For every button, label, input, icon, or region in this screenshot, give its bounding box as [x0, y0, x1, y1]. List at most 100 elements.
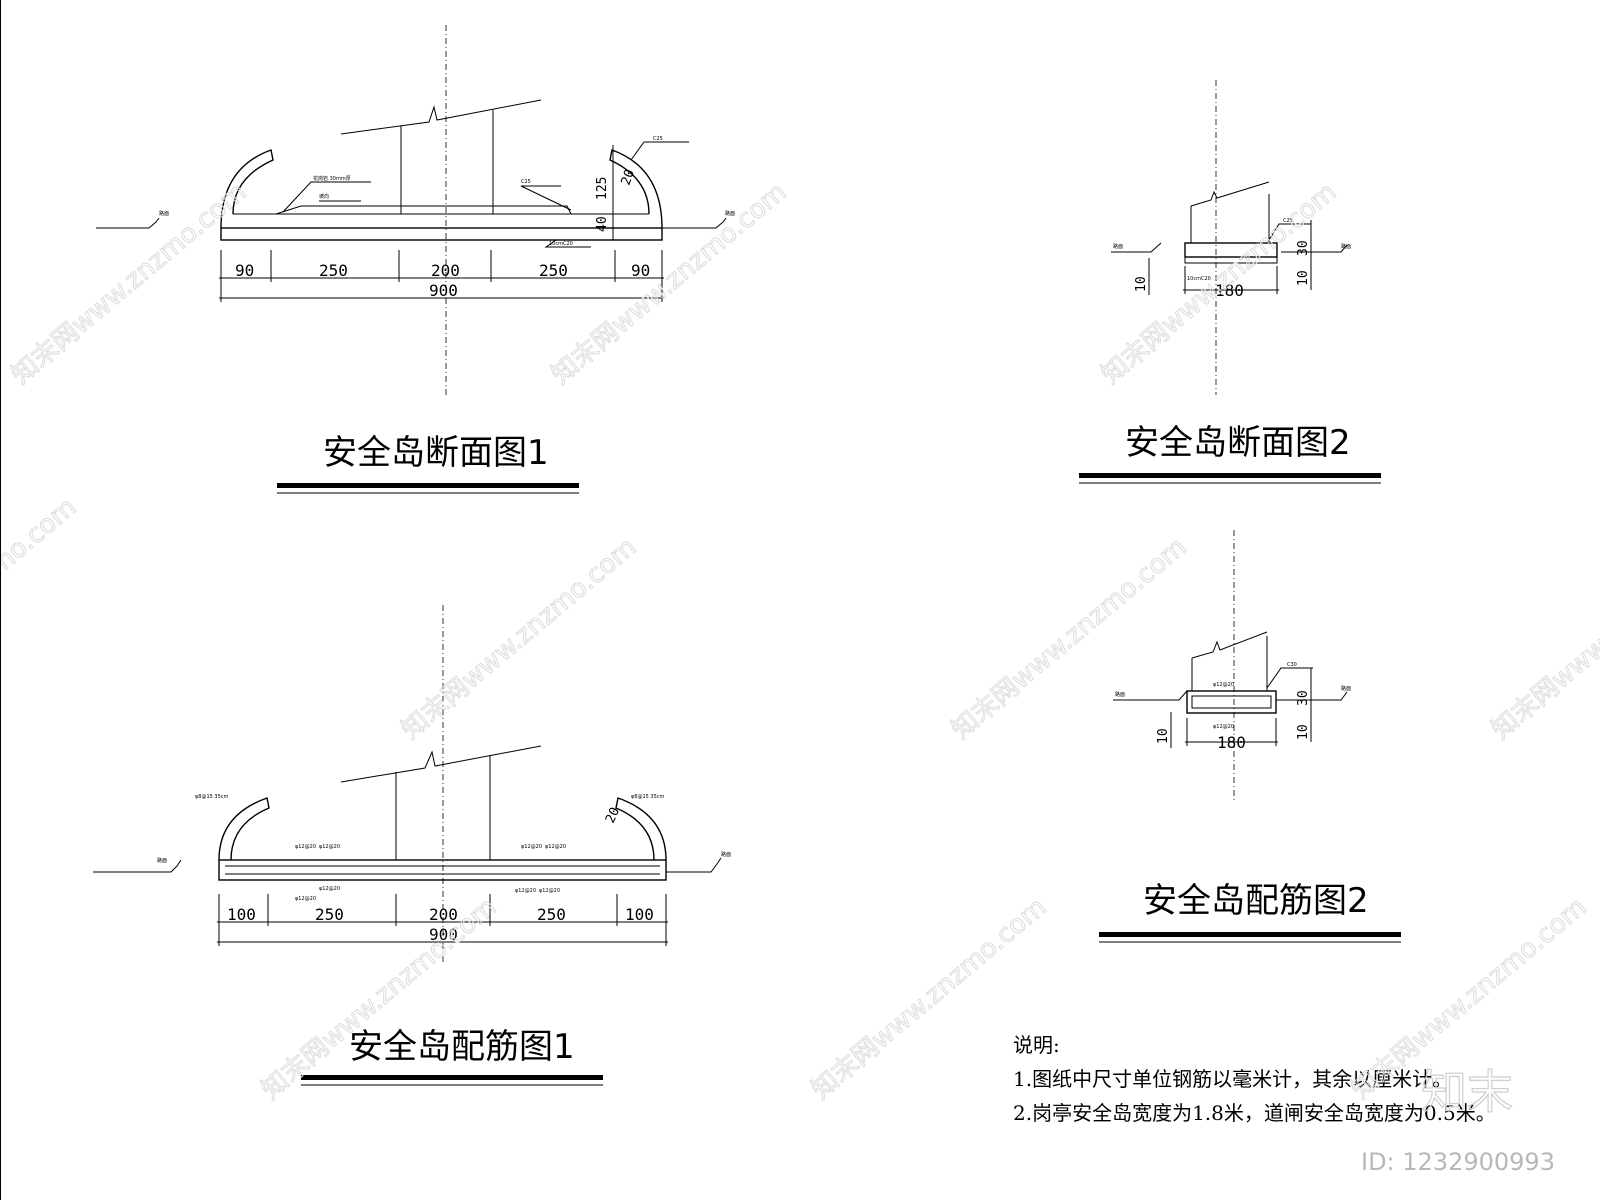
- rebar2-rebar-cage: [1191, 695, 1272, 709]
- rebar1-arc-note-right: φ8@15 35cm: [631, 794, 665, 800]
- rebar2-dim-right-2: 10: [1296, 724, 1311, 740]
- rebar1-dim-1: 100: [227, 905, 256, 924]
- section2-dim-width: 180: [1215, 281, 1244, 300]
- section1-note-top-left: 花岗岩 30mm厚: [313, 175, 351, 182]
- rebar2-leader: [1266, 667, 1313, 689]
- section1-leader-1: [282, 181, 371, 213]
- rebar1-dim-3: 200: [429, 905, 458, 924]
- section1-ground-right: [661, 217, 727, 229]
- section1-title: 安全岛断面图1: [323, 433, 549, 473]
- rebar1-label-7: φ12@20: [515, 888, 536, 894]
- rebar2-dim-width: 180: [1217, 733, 1246, 752]
- section1-dim-3: 200: [431, 261, 460, 280]
- rebar2-ground-label-right: 路面: [1341, 685, 1351, 692]
- section1-note-mid-left: 坡向: [319, 193, 329, 200]
- notes-line-2: 2.岗亭安全岛宽度为1.8米，道闸安全岛宽度为0.5米。: [1013, 1101, 1496, 1125]
- rebar1-dim-2: 250: [315, 905, 344, 924]
- section1-dim-4: 250: [539, 261, 568, 280]
- section2-ground-label-left: 路面: [1113, 243, 1123, 250]
- section1-dim-1: 90: [235, 261, 254, 280]
- section1-dim-40: 40: [595, 216, 610, 232]
- watermark-layer: 知末网www.znzmo.com 知末网www.znzmo.com 知末网www…: [1, 177, 1600, 1176]
- section2-dim-right-2: 10: [1296, 270, 1311, 286]
- section1-dim-arc: 20: [619, 168, 638, 188]
- rebar1-label-5: φ12@20: [295, 896, 316, 902]
- section2-leader: [1268, 223, 1311, 241]
- section1-curb-left: [220, 149, 274, 229]
- rebar2-note-concrete: C30: [1287, 662, 1297, 668]
- rebar1-title: 安全岛配筋图1: [349, 1027, 575, 1067]
- section1-note-concrete-mid: C25: [521, 179, 531, 185]
- watermark-text: 知末网www.znzmo.com: [546, 177, 792, 390]
- rebar2-body: [1186, 690, 1277, 714]
- notes-block: 说明: 1.图纸中尺寸单位钢筋以毫米计，其余以厘米计。 2.岗亭安全岛宽度为1.…: [1013, 1033, 1496, 1125]
- rebar1-ground-left: [93, 859, 182, 873]
- rebar1-arc-note-left: φ8@15 35cm: [195, 794, 229, 800]
- rebar1-curb-right: [615, 797, 667, 861]
- rebar1-title-underline: [301, 1075, 603, 1080]
- section1-ground-label-right: 路面: [725, 210, 735, 217]
- section2-note-concrete: C25: [1283, 218, 1293, 224]
- rebar2-roof: [1191, 631, 1268, 659]
- rebar1-label-4: φ12@20: [545, 844, 566, 850]
- rebar1-dim-5: 100: [625, 905, 654, 924]
- rebar1-dim-4: 250: [537, 905, 566, 924]
- rebar2-title-underline: [1099, 932, 1401, 937]
- section2-drawing: C25 10cmC20 路面 路面 30 10 10 180 安全岛断面图2: [1079, 80, 1381, 484]
- rebar1-label-3: φ12@20: [521, 844, 542, 850]
- rebar1-label-2: φ12@20: [319, 844, 340, 850]
- section1-leader-3: [520, 185, 572, 211]
- section2-dim-right-1: 30: [1296, 240, 1311, 256]
- rebar1-roof-break: [340, 745, 542, 783]
- section1-curb-right: [609, 149, 663, 229]
- rebar2-dim-right-1: 30: [1296, 690, 1311, 706]
- section2-title: 安全岛断面图2: [1125, 423, 1351, 463]
- watermark-text: 知末网www.znzmo.com: [256, 892, 502, 1105]
- section1-dim-2: 250: [319, 261, 348, 280]
- watermark-text: 知末网www.znzmo.com: [6, 177, 252, 390]
- rebar1-label-1: φ12@20: [295, 844, 316, 850]
- section2-roof: [1190, 181, 1270, 207]
- watermark-text: 知末网www.znzmo.com: [1486, 532, 1600, 745]
- section1-dim-total: 900: [429, 281, 458, 300]
- section2-ground-right: [1281, 244, 1348, 253]
- section2-note-base: 10cmC20: [1187, 276, 1211, 282]
- rebar2-title: 安全岛配筋图2: [1143, 881, 1369, 921]
- section2-base: [1184, 256, 1278, 264]
- section1-roof-break: [340, 99, 542, 135]
- watermark-text: 知末网www.znzmo.com: [1, 492, 82, 705]
- rebar2-dim-left: 10: [1156, 728, 1171, 744]
- rebar1-dim-arc: 20: [603, 805, 623, 826]
- watermark-id: ID: 1232900993: [1361, 1148, 1555, 1176]
- section1-leader-4: [544, 239, 591, 248]
- section1-dim-5: 90: [631, 261, 650, 280]
- watermark-logo: 知末: [1421, 1065, 1513, 1119]
- rebar1-label-8: φ12@20: [539, 888, 560, 894]
- section1-leader-2: [630, 141, 689, 161]
- notes-heading: 说明:: [1013, 1033, 1060, 1057]
- rebar2-ground-right: [1276, 691, 1348, 701]
- section1-drawing: 125 40 20 花岗岩 30mm厚 坡向 C25 C25 10cmC20 路…: [96, 25, 735, 494]
- rebar1-ground-label-right: 路面: [721, 851, 731, 858]
- rebar1-drawing: φ8@15 35cm φ8@15 35cm 20 φ12@20 φ12@20 φ…: [93, 605, 731, 1086]
- rebar2-label-top: φ12@20: [1213, 682, 1234, 688]
- rebar2-label-bottom: φ12@20: [1213, 724, 1234, 730]
- section2-ground-label-right: 路面: [1341, 243, 1351, 250]
- rebar1-curb-left: [218, 797, 270, 861]
- section2-ground-left: [1111, 242, 1162, 253]
- rebar1-dim-total: 900: [429, 925, 458, 944]
- section1-title-underline: [277, 483, 579, 488]
- section2-title-underline: [1079, 473, 1381, 478]
- section1-note-base: 10cmC20: [549, 241, 573, 247]
- section2-dim-left: 10: [1134, 276, 1149, 292]
- rebar2-ground-left: [1113, 690, 1188, 701]
- rebar2-drawing: C30 φ12@20 φ12@20 路面 路面 30 10 10 180 安全岛…: [1099, 530, 1401, 943]
- watermark-text: 知末网www.znzmo.com: [396, 532, 642, 745]
- rebar1-ground-right: [666, 857, 722, 873]
- section1-ground-label-left: 路面: [159, 210, 169, 217]
- rebar1-ground-label-left: 路面: [157, 857, 167, 864]
- section1-note-concrete-top: C25: [653, 136, 663, 142]
- rebar2-ground-label-left: 路面: [1115, 691, 1125, 698]
